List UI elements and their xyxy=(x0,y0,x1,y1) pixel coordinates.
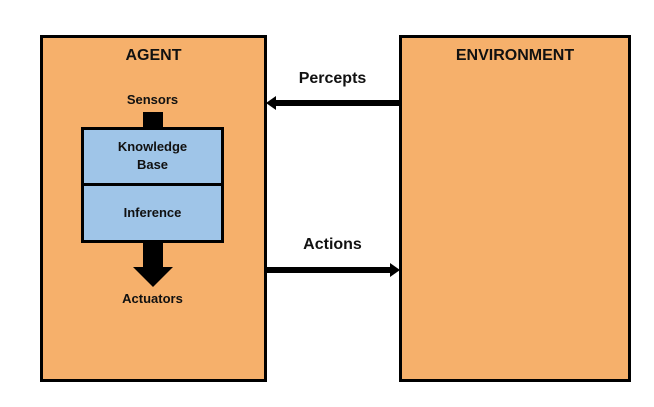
environment-box xyxy=(399,35,631,382)
actuators-arrow xyxy=(133,242,173,287)
actions-label: Actions xyxy=(303,236,362,253)
environment-title: ENVIRONMENT xyxy=(455,47,575,64)
agent-title: AGENT xyxy=(125,47,182,64)
inference-label: Inference xyxy=(123,205,182,220)
sensors-label: Sensors xyxy=(126,92,179,107)
actuators-label: Actuators xyxy=(122,291,183,306)
percepts-label: Percepts xyxy=(298,70,367,87)
inference-box: Inference xyxy=(81,183,224,243)
sensors-stem xyxy=(143,112,163,128)
actions-arrow xyxy=(267,263,400,277)
knowledge-base-label-line2: Base xyxy=(136,157,169,172)
percepts-arrow xyxy=(266,96,400,110)
knowledge-base-label-line1: Knowledge xyxy=(117,139,188,154)
